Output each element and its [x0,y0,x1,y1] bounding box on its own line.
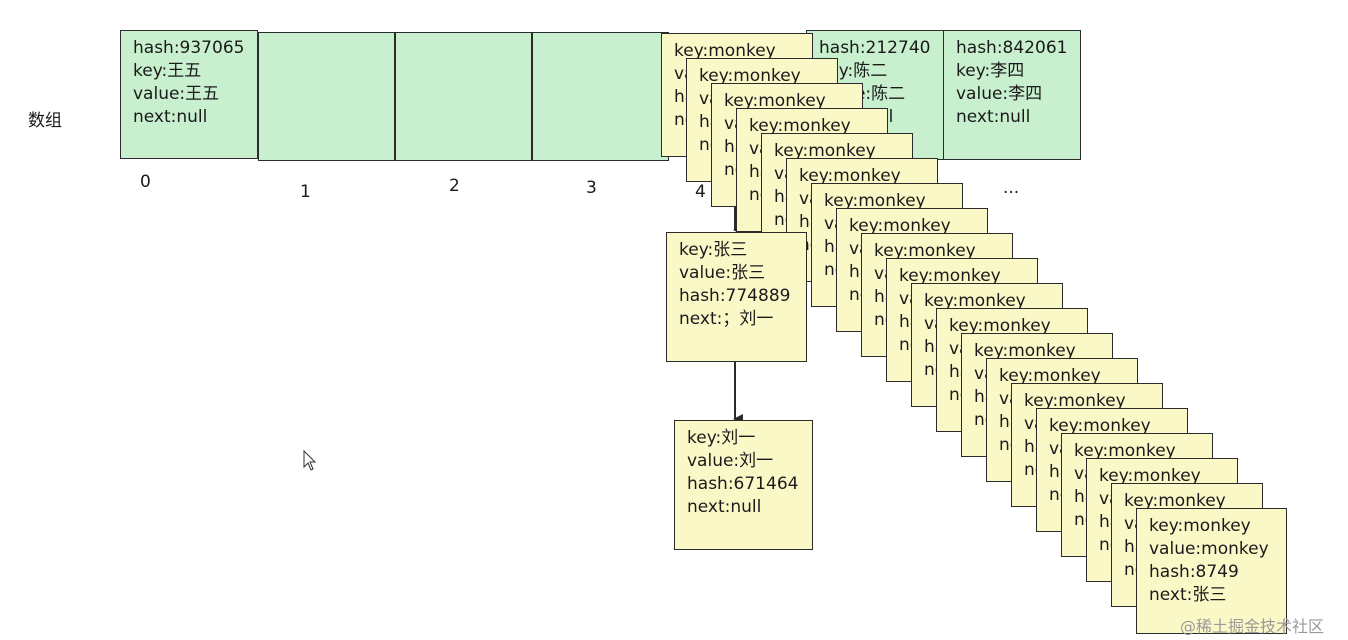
node-text-line: key:monkey [799,166,901,186]
array-cell-5: hash:842061 key:李四 value:李四 next:null [943,30,1081,160]
array-cell-1 [258,32,395,161]
node-text-line: key:monkey [749,116,851,136]
node-text-line: value:张三 [679,263,766,283]
node-text-line: value:李四 [956,84,1043,104]
node-text-line: value:刘一 [687,451,774,471]
array-label: 数组 [28,111,62,131]
node-text-line: key:李四 [956,61,1025,81]
node-text-line: key:monkey [774,141,876,161]
chain-node-0: key:张三 value:张三 hash:774889 next:；刘一 [666,232,807,362]
node-text-line: key:王五 [133,61,202,81]
index-label-5: ... [1003,178,1020,198]
node-text-line: hash:842061 [956,38,1068,58]
node-text-line: hash:8749 [1149,562,1239,582]
mouse-cursor-icon [303,450,317,471]
node-text-line: next:；刘一 [679,309,774,329]
index-label-3: 3 [586,178,597,198]
chain-node-1: key:刘一 value:刘一 hash:671464 next:null [674,420,813,550]
node-text-line: key:monkey [1074,441,1176,461]
node-text-line: key:monkey [999,366,1101,386]
index-label-2: 2 [449,176,460,196]
node-text-line: key:monkey [1099,466,1201,486]
node-text-line: key:monkey [724,91,826,111]
node-text-line: next:张三 [1149,585,1227,605]
array-cell-3 [532,32,669,161]
node-text-line: hash:671464 [687,474,799,494]
array-cell-2 [395,32,532,161]
node-text-line: value:monkey [1149,539,1269,559]
node-text-line: key:monkey [949,316,1051,336]
node-text-line: key:monkey [1024,391,1126,411]
node-text-line: hash:774889 [679,286,791,306]
node-text-line: key:monkey [874,241,976,261]
node-text-line: value:王五 [133,84,220,104]
node-text-line: key:张三 [679,240,748,260]
node-text-line: key:monkey [899,266,1001,286]
node-text-line: key:monkey [824,191,926,211]
node-text-line: key:monkey [924,291,1026,311]
array-cell-0: hash:937065 key:王五 value:王五 next:null [120,30,258,159]
index-label-0: 0 [140,172,151,192]
node-text-line: next:null [956,107,1031,127]
node-text-line: next:null [687,497,762,517]
node-text-line: key:刘一 [687,428,756,448]
node-text-line: key:monkey [974,341,1076,361]
stack-card-19: key:monkey value:monkey hash:8749 next:张三 [1136,508,1287,634]
index-label-1: 1 [300,182,311,202]
node-text-line: next:null [133,107,208,127]
node-text-line: hash:212740 [819,38,931,58]
node-text-line: key:monkey [699,66,801,86]
node-text-line: key:monkey [674,41,776,61]
node-text-line: key:monkey [1149,516,1251,536]
node-text-line: hash:937065 [133,38,245,58]
index-label-4: 4 [695,182,706,202]
node-text-line: key:monkey [849,216,951,236]
node-text-line: key:monkey [1049,416,1151,436]
node-text-line: key:monkey [1124,491,1226,511]
watermark-text: @稀土掘金技术社区 [1180,617,1325,636]
